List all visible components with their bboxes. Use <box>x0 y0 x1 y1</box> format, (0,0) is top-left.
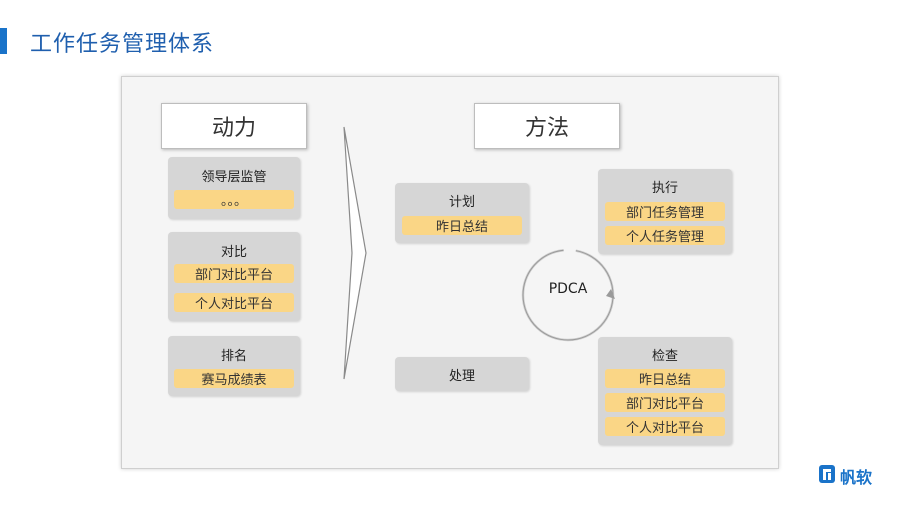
group-title: 执行 <box>651 181 678 196</box>
pill-item: 部门对比平台 <box>605 393 725 412</box>
pill-item: 昨日总结 <box>605 369 725 388</box>
pill-item: 个人对比平台 <box>174 293 294 312</box>
page-title: 工作任务管理体系 <box>30 32 215 57</box>
group-title: 检查 <box>651 349 678 364</box>
group-do: 执行 部门任务管理 个人任务管理 <box>598 169 732 254</box>
pill-item: 部门任务管理 <box>605 202 725 221</box>
group-check: 检查 昨日总结 部门对比平台 个人对比平台 <box>598 337 732 445</box>
group-leadership-supervision: 领导层监管 。。。 <box>168 157 300 219</box>
pill-item: 个人任务管理 <box>605 226 725 245</box>
motivation-heading: 动力 <box>161 103 307 149</box>
group-title: 排名 <box>220 349 247 364</box>
method-heading: 方法 <box>474 103 620 149</box>
pdca-cycle-icon <box>521 248 615 342</box>
group-comparison: 对比 部门对比平台 个人对比平台 <box>168 232 300 321</box>
pdca-label: PDCA <box>548 281 588 297</box>
transition-arrow-icon <box>343 126 367 380</box>
logo-text: 帆软 <box>840 468 873 487</box>
pill-item: 昨日总结 <box>402 216 522 235</box>
fanruan-logo: 帆软 <box>818 462 888 494</box>
group-plan: 计划 昨日总结 <box>395 183 529 243</box>
fanruan-logo-icon <box>819 465 835 483</box>
group-title: 对比 <box>220 245 247 260</box>
pill-item: 部门对比平台 <box>174 264 294 283</box>
pill-item: 。。。 <box>174 190 294 209</box>
pill-item: 个人对比平台 <box>605 417 725 436</box>
diagram-frame: 动力 领导层监管 。。。 对比 部门对比平台 个人对比平台 排名 赛马成绩表 方… <box>121 76 779 469</box>
title-accent-bar <box>0 28 7 54</box>
group-act: 处理 <box>395 357 529 391</box>
pill-item: 赛马成绩表 <box>174 369 294 388</box>
group-ranking: 排名 赛马成绩表 <box>168 336 300 396</box>
group-title: 领导层监管 <box>201 170 267 185</box>
group-title: 计划 <box>448 195 475 210</box>
group-title: 处理 <box>448 369 475 384</box>
